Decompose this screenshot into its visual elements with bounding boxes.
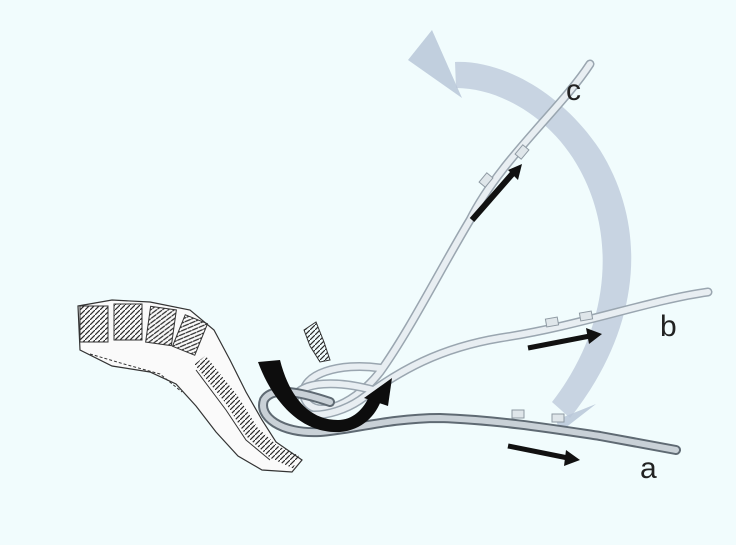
label-a: a <box>640 452 657 485</box>
advance-arrow-a <box>508 446 580 466</box>
rotation-arrow-head-top <box>408 30 462 98</box>
spine-illustration <box>78 300 330 472</box>
label-c: c <box>566 74 581 107</box>
rotation-arrow <box>408 30 631 432</box>
stylet-c <box>304 64 590 409</box>
label-b: b <box>660 310 677 343</box>
